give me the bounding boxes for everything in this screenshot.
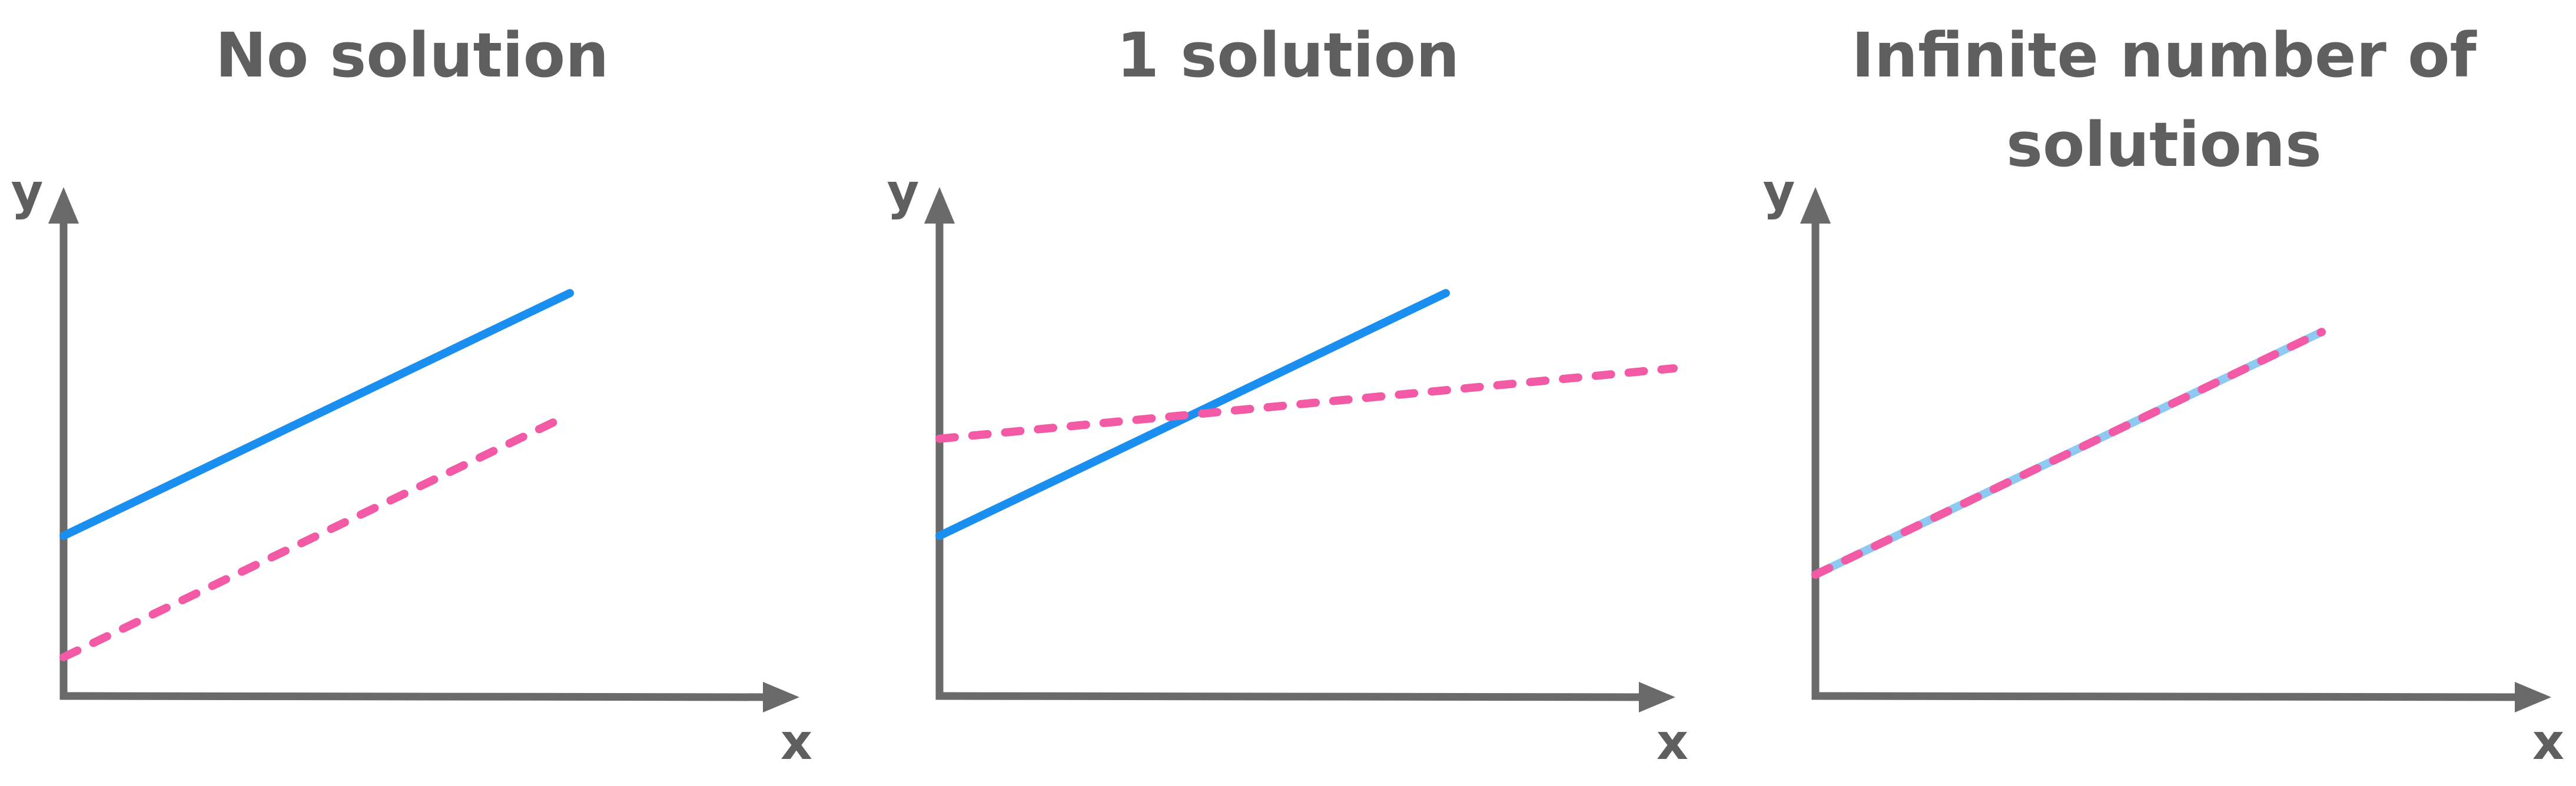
x-axis-label: x [1657,713,1688,771]
x-axis [59,692,774,701]
x-axis [935,692,1650,701]
y-axis-label: y [1763,163,1795,221]
y-axis-arrow-icon [924,187,955,224]
dashed-line [59,417,559,661]
panel-title: No solution [215,19,609,91]
x-axis [1811,692,2526,701]
x-axis-label: x [2532,713,2564,771]
x-axis-label: x [781,713,812,771]
panel-2: 1 solution y x [887,19,1688,771]
y-axis-arrow-icon [1800,187,1831,224]
solid-line [935,289,1450,540]
panel-title-line: solutions [2006,109,2322,181]
dashed-line [1811,328,2326,579]
panel-title: 1 solution [1117,19,1459,91]
dashed-line [935,364,1678,443]
panel-title-line: Infinite number of [1851,19,2477,91]
panel-title-line: 1 solution [1117,19,1459,91]
x-axis-arrow-icon [1639,682,1675,712]
panel-3: Infinite number of solutions y x [1763,19,2564,771]
y-axis-arrow-icon [48,187,79,224]
panel-title: Infinite number of solutions [1851,19,2477,181]
x-axis-arrow-icon [763,682,799,712]
panel-title-line: No solution [215,19,609,91]
panel-1: No solution y x [11,19,812,771]
solid-line [59,289,574,540]
y-axis-label: y [11,163,44,221]
x-axis-arrow-icon [2515,682,2551,712]
y-axis-label: y [887,163,919,221]
